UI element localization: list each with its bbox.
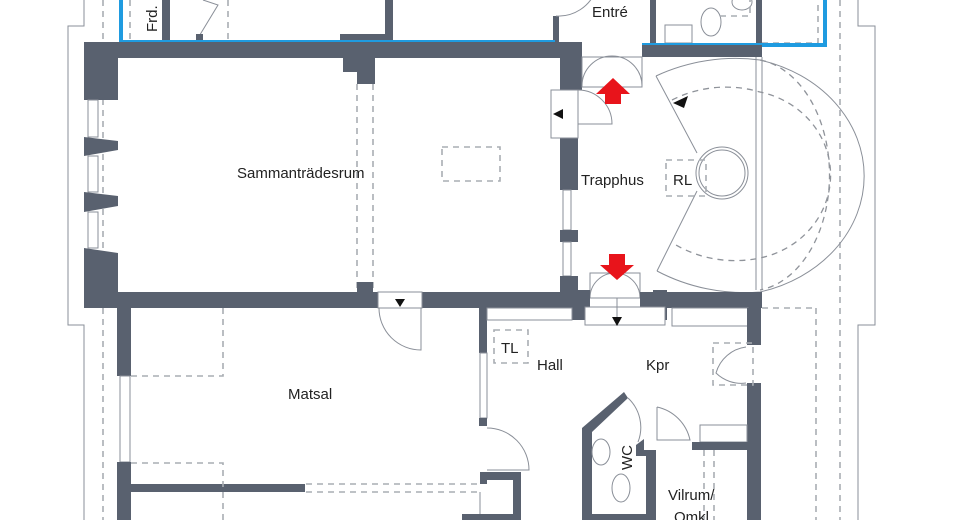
spiral-outer-dash [759, 59, 831, 291]
room-label-hall: Hall [537, 357, 563, 374]
hall-door [486, 427, 530, 471]
spiral-stair-segment [655, 75, 698, 272]
wall-matsal-left-lower [117, 462, 131, 520]
room-label-kpr: Kpr [646, 357, 669, 374]
wall-vilrum-top [692, 442, 748, 450]
room-label-omkl: Omkl [674, 509, 709, 520]
wc-toilet [611, 473, 631, 503]
wc-top-counter [664, 24, 693, 44]
room-label-trapphus: Trapphus [581, 172, 644, 189]
window-left-1 [87, 99, 99, 138]
window-hall [479, 352, 488, 419]
column-top [343, 58, 375, 84]
wall-top-mid-stub [340, 34, 390, 42]
vilrum-door [656, 406, 691, 441]
wc-wall-angled [582, 392, 628, 520]
spiral-core [695, 146, 749, 200]
facade-outline-right [857, 0, 876, 520]
wall-mid-left [84, 292, 378, 308]
wall-right-lower [747, 383, 761, 520]
window-matsal [119, 375, 131, 463]
wall-mid-right [640, 292, 762, 308]
matsal-door [378, 307, 422, 351]
window-left-2 [87, 155, 99, 193]
wall-top-main [84, 42, 564, 58]
kpr-cabinet-dash [712, 342, 754, 386]
room-label-matsal: Matsal [288, 386, 332, 403]
wall-matsal-left-upper [117, 308, 131, 376]
wc-top-sink [731, 0, 753, 11]
spiral-core-inner [698, 149, 746, 197]
vilrum-shelf [699, 424, 748, 443]
wall-right-upper [747, 308, 761, 345]
wall-matsal-bottom [131, 484, 305, 492]
wc-top-toilet [700, 7, 722, 37]
exit-arrow-down-icon [600, 254, 634, 280]
window-left-3 [87, 211, 99, 249]
door-frame-hall [584, 306, 666, 326]
wc-wall-right [636, 439, 656, 520]
wall-mid-center [422, 292, 590, 308]
column-mid [357, 282, 373, 294]
wall-top-mid [385, 0, 393, 42]
door-frame-side [550, 89, 579, 139]
hall-counter [486, 307, 573, 321]
wall-bottom-wc [582, 514, 656, 520]
wall-wc-top-left [650, 0, 656, 45]
room-label-vilrum: Vilrum/ [668, 487, 715, 504]
entry-door-left [581, 55, 613, 87]
arrow-down-icon-hall [612, 317, 622, 326]
exit-arrow-up-icon [596, 78, 630, 104]
facade-outline-left [67, 0, 85, 520]
spiral-path-dash [671, 86, 832, 262]
wall-top-right [642, 45, 762, 57]
matsal-dash-upper [131, 308, 224, 377]
hall-right-counter [671, 307, 749, 327]
ceiling-item-dash [441, 146, 501, 182]
window-trapphus-1 [562, 189, 572, 231]
wall-sammantrade-right [560, 58, 582, 90]
wc-door [627, 397, 642, 443]
room-label-tl: TL [501, 340, 519, 357]
window-trapphus-2 [562, 241, 572, 277]
side-door [577, 89, 613, 125]
wall-hall-left-upper [479, 308, 487, 353]
kpr-door [715, 346, 747, 384]
entry-door-right [611, 55, 643, 87]
wc-sink [591, 438, 611, 466]
arrow-left-icon [553, 109, 563, 119]
matsal-dash-lower [131, 462, 224, 520]
room-label-wc: WC [619, 445, 636, 470]
wall-left-upper [84, 42, 118, 100]
wall-frd-right [162, 0, 170, 42]
wall-bottom-center [480, 472, 521, 520]
pier-trapphus [560, 230, 578, 242]
stair-arrow-icon [673, 96, 688, 108]
room-label-rl: RL [673, 172, 692, 189]
rl-dash-box [665, 159, 707, 197]
tl-dash-box [493, 329, 529, 364]
room-label-frd: Frd. [144, 5, 161, 32]
room-label-sammantradesrum: Sammanträdesrum [237, 165, 365, 182]
arrow-down-icon-matsal [395, 299, 405, 307]
wall-entre-left [553, 16, 559, 44]
frd-door [197, 0, 219, 39]
wall-sammantrade-right-mid [560, 138, 578, 190]
wall-entry-left [555, 42, 582, 58]
wall-hall-left-lower [479, 418, 487, 426]
wall-wc-top-right [756, 0, 762, 45]
highlight-outline [119, 0, 555, 44]
frd-door-hinge [196, 34, 203, 40]
pier-2 [84, 192, 118, 212]
room-label-entre: Entré [592, 4, 628, 21]
pier-1 [84, 137, 118, 156]
wall-bottom-center-2 [462, 514, 513, 520]
top-right-dash [762, 0, 819, 44]
entre-door [555, 0, 592, 17]
